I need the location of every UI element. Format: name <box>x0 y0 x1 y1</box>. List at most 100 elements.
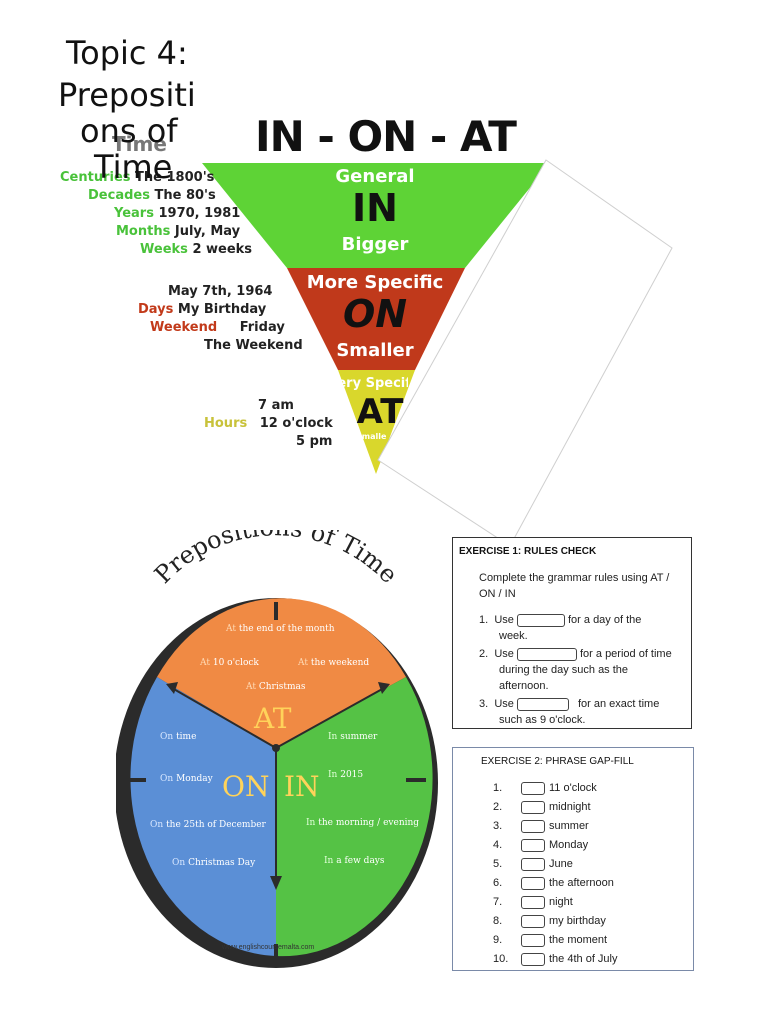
band-at <box>338 370 415 474</box>
band-at-word: AT <box>356 392 404 432</box>
clock-item-text: Christmas <box>258 682 306 692</box>
gap-fill-item: 8. my birthday <box>493 913 688 932</box>
on-row-value: May 7th, 1964 <box>168 284 273 299</box>
rule-blank[interactable] <box>516 697 569 711</box>
rule-text: for an exact time <box>578 698 660 710</box>
clock-at-item: At 10 o'clock <box>200 658 259 668</box>
clock-item-text: the end of the month <box>238 624 335 634</box>
clock-item-preposition: On <box>150 820 164 830</box>
on-row-value: The Weekend <box>204 338 303 353</box>
page-title: Topic 4: Prepositi ons of Time <box>58 34 266 184</box>
gap-fill-text: June <box>549 858 573 870</box>
clock-item-text: 2015 <box>340 770 364 780</box>
clock-item-text: time <box>176 732 197 742</box>
gap-fill-blank[interactable] <box>521 952 545 966</box>
in-row-category: Centuries <box>60 170 131 185</box>
clock-item-preposition: At <box>246 682 256 692</box>
gap-fill-number: 1. <box>493 782 503 794</box>
in-row-category: Weeks <box>140 242 188 257</box>
rule-text: week. <box>499 630 528 642</box>
band-on-word: ON <box>342 292 408 336</box>
rule-blank[interactable] <box>516 647 577 661</box>
gap-fill-blank[interactable] <box>521 876 545 890</box>
gap-fill-text: Monday <box>549 839 589 851</box>
gap-fill-number: 10. <box>493 953 509 965</box>
clock-on-item: On time <box>160 732 196 742</box>
on-row: The Weekend <box>204 338 303 353</box>
gap-fill-item: 3. summer <box>493 818 688 837</box>
clock-item-preposition: On <box>172 858 186 868</box>
clock-item-preposition: In <box>328 770 338 780</box>
clock-item-text: the morning / evening <box>318 818 420 828</box>
title-line: Topic 4: <box>66 34 188 72</box>
gap-fill-item: 4.Monday <box>493 837 688 856</box>
rule-number: 1. <box>479 614 489 626</box>
gap-fill-text: night <box>549 896 573 908</box>
in-row-value: The 80's <box>154 188 216 203</box>
triangle-heading: IN - ON - AT <box>255 112 517 161</box>
gap-fill-item: 6.the afternoon <box>493 875 688 894</box>
clock-in-item: In 2015 <box>328 770 363 780</box>
on-row: Weekend Friday <box>150 320 285 335</box>
clock-item-preposition: On <box>160 774 174 784</box>
gap-fill-number: 7. <box>493 896 503 908</box>
clock-at-item: At the weekend <box>298 658 369 668</box>
gap-fill-item: 10. the 4th of July <box>493 951 688 970</box>
exercise-2-box: EXERCISE 2: PHRASE GAP-FILL 1.11 o'clock… <box>452 747 694 971</box>
gap-fill-text: my birthday <box>549 915 606 927</box>
rule-use: Use <box>494 698 514 710</box>
rule-text: during the day such as the <box>499 664 629 676</box>
in-row-value: July, May <box>174 224 241 239</box>
intro-line: ON / IN <box>479 588 516 600</box>
rule-text: such as 9 o'clock. <box>499 714 586 726</box>
gap-fill-text: midnight <box>549 801 591 813</box>
exercise-1-box: EXERCISE 1: RULES CHECK Complete the gra… <box>452 537 692 729</box>
at-row: 5 pm <box>296 434 332 449</box>
gap-fill-number: 8. <box>493 915 503 927</box>
gap-fill-blank[interactable] <box>521 838 545 852</box>
clock-in-item: In the morning / evening <box>306 818 419 828</box>
rule-text: for a period of time <box>580 648 672 660</box>
on-row-category: Weekend <box>150 320 218 335</box>
on-row-value: Friday <box>239 320 285 335</box>
band-in-top: General <box>335 166 415 187</box>
band-at-bottom: Smallest <box>356 432 386 441</box>
on-row: May 7th, 1964 <box>168 284 272 299</box>
rule-item: 2. Use for a period of time during the d… <box>479 646 689 694</box>
gap-fill-item: 9.the moment <box>493 932 688 951</box>
gap-fill-item: 5. June <box>493 856 688 875</box>
clock-item-text: 10 o'clock <box>212 658 259 668</box>
gap-fill-blank[interactable] <box>521 914 545 928</box>
clock-hand-arrow <box>270 876 282 890</box>
clock-item-text: Christmas Day <box>188 858 256 868</box>
clock-on-item: On Christmas Day <box>172 858 255 868</box>
gap-fill-number: 3. <box>493 820 503 832</box>
in-row-category: Decades <box>88 188 150 203</box>
gap-fill-text: 11 o'clock <box>549 782 597 794</box>
clock-item-preposition: In <box>324 856 334 866</box>
gap-fill-text: summer <box>549 820 589 832</box>
gap-fill-number: 5. <box>493 858 503 870</box>
clock-hand-arrow <box>166 682 178 694</box>
rule-use: Use <box>494 614 514 626</box>
gap-fill-text: the 4th of July <box>549 953 618 965</box>
rule-item: 3. Use for an exact time such as 9 o'clo… <box>479 696 689 728</box>
rule-blank[interactable] <box>516 613 565 627</box>
title-line: ons of <box>80 112 178 150</box>
gap-fill-blank[interactable] <box>521 800 545 814</box>
band-on-bottom: Smaller <box>336 340 414 361</box>
triangle-graphic <box>60 108 673 547</box>
in-row-value: 2 weeks <box>192 242 253 257</box>
band-in-word: IN <box>352 186 398 230</box>
clock-item-text: Monday <box>176 774 213 784</box>
gap-fill-blank[interactable] <box>521 781 545 795</box>
clock-item-text: the weekend <box>310 658 370 668</box>
gap-fill-blank[interactable] <box>521 933 545 947</box>
gap-fill-blank[interactable] <box>521 819 545 833</box>
on-row-value: My Birthday <box>177 302 267 317</box>
gap-fill-blank[interactable] <box>521 857 545 871</box>
gap-fill-number: 2. <box>493 801 503 813</box>
gap-fill-blank[interactable] <box>521 895 545 909</box>
